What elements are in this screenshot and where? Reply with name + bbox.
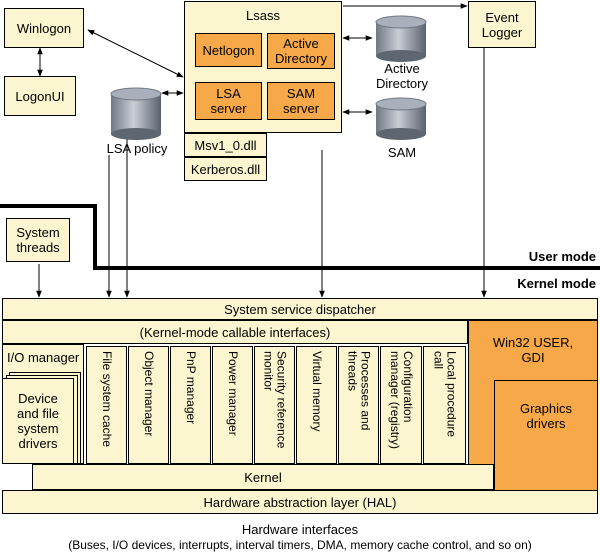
pnp-manager-label: PnP manager xyxy=(184,351,198,425)
kerberos-label: Kerberos.dll xyxy=(190,161,261,177)
virtual-memory-label: Virtual memory xyxy=(310,351,324,432)
sam-server-label: SAM server xyxy=(282,86,320,116)
msv1-label: Msv1_0.dll xyxy=(194,137,257,153)
local-procedure-call-label: Local procedure call xyxy=(431,351,459,438)
hal-label: Hardware abstraction layer (HAL) xyxy=(203,494,397,510)
active-directory-label: Active Directory xyxy=(274,36,327,66)
io-manager-label: I/O manager xyxy=(7,350,80,365)
winlogon-label: Winlogon xyxy=(16,20,72,36)
graphics-drivers-label: Graphics drivers xyxy=(519,401,573,431)
active-directory-db-label: Active Directory xyxy=(375,61,428,91)
kernel-callable-interfaces-label: (Kernel-mode callable interfaces) xyxy=(139,324,331,340)
hal-box: Hardware abstraction layer (HAL) xyxy=(2,490,598,514)
sam-db-label: SAM xyxy=(387,145,417,160)
device-file-system-drivers-box: Device and file system drivers xyxy=(2,378,74,464)
file-system-cache-label: File system cache xyxy=(100,351,114,448)
lsa-policy-database-icon xyxy=(110,87,162,140)
configuration-manager-label: Configuration manager (registry) xyxy=(388,351,415,450)
winlogon-box: Winlogon xyxy=(4,8,84,48)
logonui-box: LogonUI xyxy=(4,76,76,116)
security-reference-monitor-label: Security reference monitor xyxy=(261,351,289,449)
lsa-policy-label: LSA policy xyxy=(106,141,168,156)
win32-user-gdi-label: Win32 USER, GDI xyxy=(492,335,574,365)
processes-threads-column: Processes and threads xyxy=(338,346,379,464)
system-threads-label: System threads xyxy=(16,225,60,255)
system-threads-box: System threads xyxy=(6,218,70,262)
virtual-memory-column: Virtual memory xyxy=(296,346,337,464)
lsa-server-label: LSA server xyxy=(210,86,247,116)
power-manager-label: Power manager xyxy=(226,351,240,436)
msv1-box: Msv1_0.dll xyxy=(184,133,267,157)
pnp-manager-column: PnP manager xyxy=(170,346,211,464)
netlogon-label: Netlogon xyxy=(202,42,255,58)
object-manager-label: Object manager xyxy=(142,351,156,437)
kernel-box: Kernel xyxy=(32,464,494,490)
kernel-mode-label: Kernel mode xyxy=(517,276,596,291)
arrow-winlogon-lsass xyxy=(87,29,184,78)
active-directory-database-icon xyxy=(375,15,427,62)
kerberos-box: Kerberos.dll xyxy=(184,157,267,181)
processes-threads-label: Processes and threads xyxy=(345,351,373,431)
security-reference-monitor-column: Security reference monitor xyxy=(254,346,295,464)
hardware-interfaces-title: Hardware interfaces xyxy=(241,522,359,537)
kernel-callable-interfaces-box: (Kernel-mode callable interfaces) xyxy=(2,320,468,344)
local-procedure-call-column: Local procedure call xyxy=(423,346,466,464)
device-file-system-drivers-label: Device and file system drivers xyxy=(17,391,59,451)
user-mode-label: User mode xyxy=(528,249,596,264)
event-logger-label: Event Logger xyxy=(481,9,523,40)
event-logger-box: Event Logger xyxy=(468,1,536,48)
sam-server-box: SAM server xyxy=(267,82,335,120)
sam-database-icon xyxy=(375,97,427,140)
lsa-server-box: LSA server xyxy=(195,82,262,120)
system-service-dispatcher-box: System service dispatcher xyxy=(2,298,598,320)
active-directory-box: Active Directory xyxy=(267,33,335,69)
configuration-manager-column: Configuration manager (registry) xyxy=(380,346,422,464)
logonui-label: LogonUI xyxy=(15,88,65,104)
system-service-dispatcher-label: System service dispatcher xyxy=(224,301,376,317)
lsass-title: Lsass xyxy=(246,8,280,23)
object-manager-column: Object manager xyxy=(128,346,169,464)
kernel-label: Kernel xyxy=(244,469,282,485)
file-system-cache-column: File system cache xyxy=(86,346,127,464)
netlogon-box: Netlogon xyxy=(195,33,262,67)
power-manager-column: Power manager xyxy=(212,346,253,464)
hardware-interfaces-detail: (Buses, I/O devices, interrupts, interva… xyxy=(68,538,532,552)
